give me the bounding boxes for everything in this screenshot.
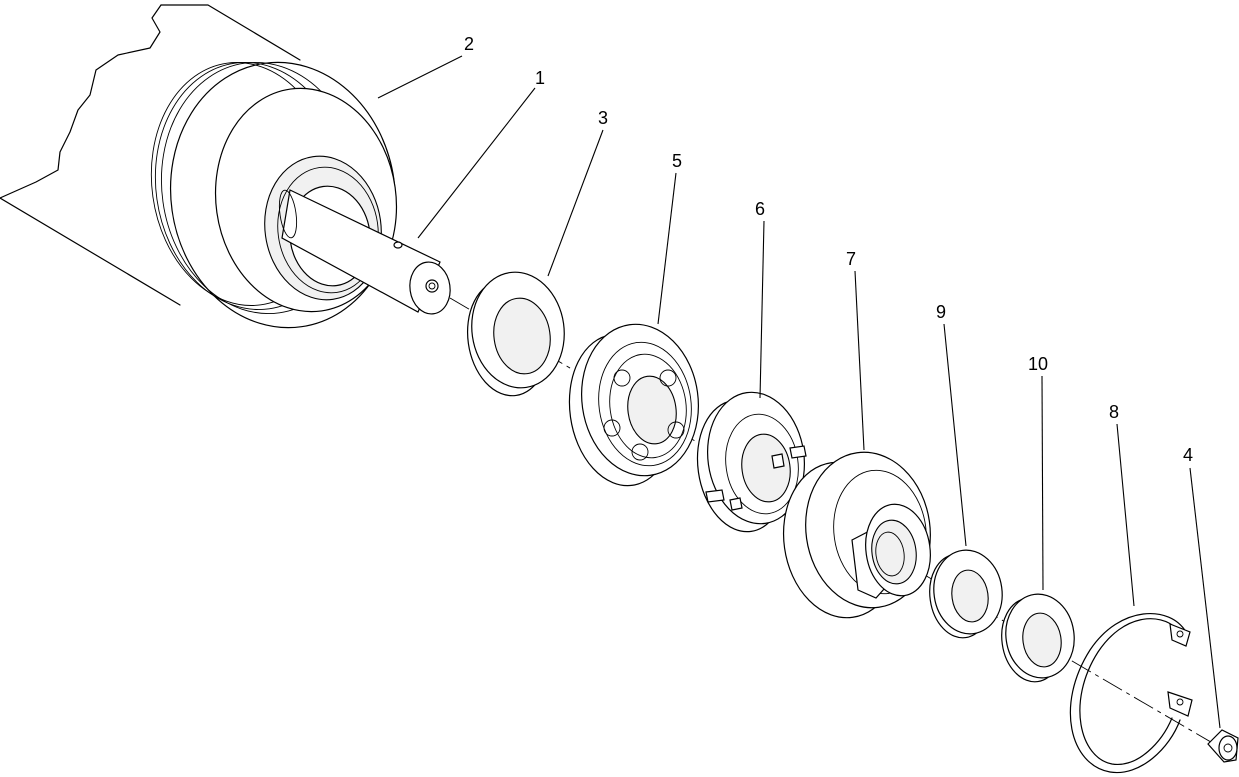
callout-8: 8	[1109, 402, 1119, 422]
leader-line-10	[1041, 375, 1044, 591]
leader-line-2	[377, 55, 463, 99]
leader-line-7	[854, 270, 865, 451]
callout-6: 6	[755, 199, 765, 219]
part-6-seal-retainer	[696, 391, 807, 533]
part-10-washer	[1001, 593, 1075, 683]
callouts: 2 1 3 5 6 7 9 10 8 4	[464, 34, 1193, 465]
leader-line-9	[943, 323, 967, 547]
callout-1: 1	[535, 68, 545, 88]
part-3-spacer-ring	[466, 271, 565, 397]
callout-7: 7	[846, 249, 856, 269]
callout-2: 2	[464, 34, 474, 54]
leader-line-3	[547, 129, 604, 277]
callout-9: 9	[936, 302, 946, 322]
leader-line-1	[417, 87, 536, 239]
part-1-shaft	[278, 189, 451, 315]
part-4-set-screw	[1207, 729, 1239, 763]
leader-line-6	[759, 220, 765, 399]
part-7-hub-cup	[782, 451, 931, 619]
callout-4: 4	[1183, 445, 1193, 465]
callout-5: 5	[672, 151, 682, 171]
part-8-retaining-ring	[1069, 613, 1193, 774]
callout-10: 10	[1028, 354, 1048, 374]
leader-line-4	[1189, 467, 1221, 729]
part-9-washer	[929, 549, 1003, 639]
part-2-roller-housing	[0, 4, 398, 329]
part-5-ball-bearing	[568, 323, 700, 487]
leader-line-8	[1116, 423, 1135, 607]
leader-lines	[377, 55, 1221, 729]
leader-line-5	[657, 172, 677, 325]
callout-3: 3	[598, 108, 608, 128]
